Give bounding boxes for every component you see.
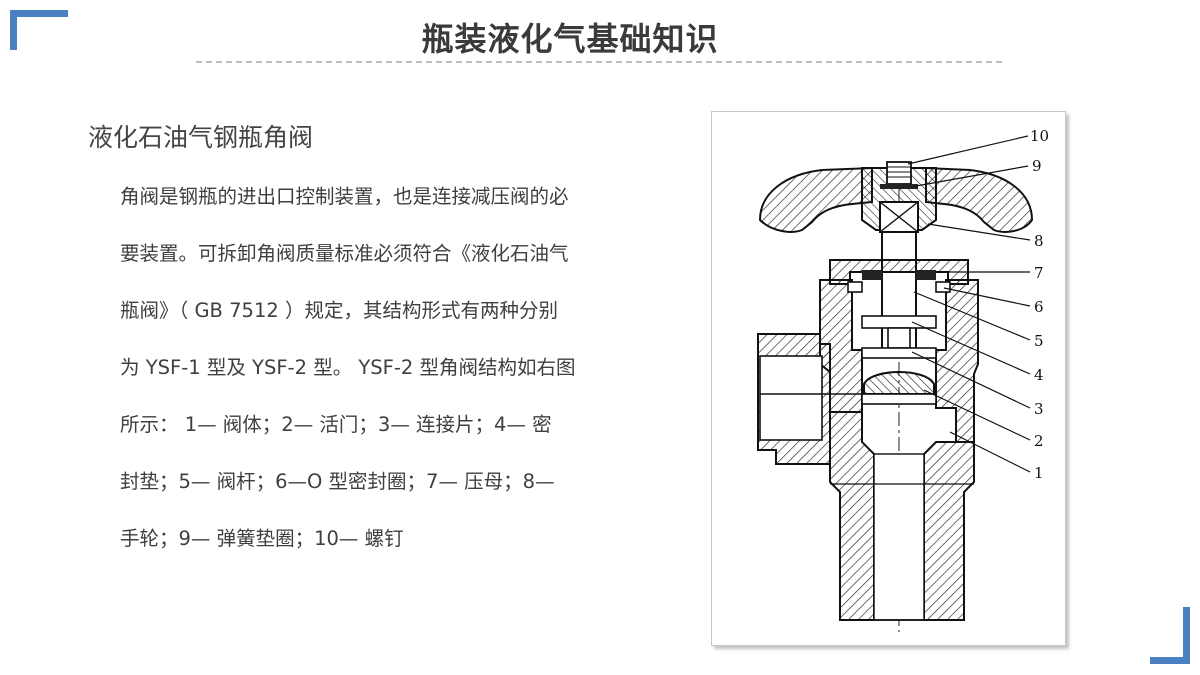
corner-bracket-bottom-right-horizontal — [1150, 657, 1190, 664]
leader-line — [915, 165, 1029, 187]
spring-washer — [880, 184, 918, 189]
corner-bracket-top-left-vertical — [10, 10, 17, 50]
leader-line — [923, 389, 1031, 441]
valve-seat — [861, 393, 937, 405]
sealing-gasket — [861, 315, 937, 329]
part-number-label: 3 — [1034, 400, 1044, 418]
o-ring-left — [847, 281, 863, 293]
part-number-label: 1 — [1034, 464, 1044, 482]
paragraph-line: 封垫；5— 阀杆；6—O 型密封圈；7— 压母；8— — [120, 470, 555, 493]
title-divider — [196, 61, 1002, 63]
valve-body-lower-right — [923, 441, 975, 621]
part-number-label: 5 — [1034, 332, 1044, 350]
paragraph-line: 手轮；9— 弹簧垫圈；10— 螺钉 — [120, 527, 404, 550]
description-paragraph: 角阀是钢瓶的进出口控制装置，也是连接减压阀的必 要装置。可拆卸角阀质量标准必须符… — [120, 168, 665, 567]
outlet-bore — [759, 355, 823, 441]
stem-tip — [887, 327, 911, 349]
part-number-label: 4 — [1034, 366, 1044, 384]
packing-right — [916, 270, 936, 280]
packing-left — [862, 270, 882, 280]
valve-body-lower-left — [829, 411, 875, 621]
valve-cross-section-drawing: 10 9 8 7 6 5 4 3 2 1 — [757, 127, 1049, 632]
part-number-label: 7 — [1034, 264, 1044, 282]
connecting-plate — [861, 347, 937, 359]
part-number-label: 6 — [1034, 298, 1044, 316]
handwheel-left — [758, 166, 873, 233]
leader-line — [907, 135, 1029, 165]
leader-line — [943, 287, 1031, 307]
part-number-label: 8 — [1034, 232, 1044, 250]
leader-line — [949, 431, 1031, 473]
part-number-label: 9 — [1032, 157, 1042, 175]
leader-line — [927, 223, 1031, 241]
inlet-bore — [873, 453, 925, 621]
leader-line — [911, 351, 1031, 409]
o-ring-right — [935, 281, 951, 293]
valve-body-upper-right — [935, 279, 979, 443]
slide-title: 瓶装液化气基础知识 — [421, 20, 719, 58]
section-heading: 液化石油气钢瓶角阀 — [88, 123, 314, 152]
part-number-label: 10 — [1030, 127, 1049, 145]
screw — [886, 161, 912, 185]
corner-bracket-top-left-horizontal — [10, 10, 68, 17]
paragraph-line: 角阀是钢瓶的进出口控制装置，也是连接减压阀的必 — [120, 185, 569, 208]
valve-disc — [863, 371, 935, 395]
corner-bracket-bottom-right-vertical — [1183, 607, 1190, 664]
paragraph-line: 要装置。可拆卸角阀质量标准必须符合《液化石油气 — [120, 242, 569, 265]
leader-line — [913, 291, 1031, 341]
handwheel-right — [925, 166, 1034, 233]
paragraph-line: 所示： 1— 阀体；2— 活门；3— 连接片；4— 密 — [120, 413, 552, 436]
paragraph-line: 为 YSF-1 型及 YSF-2 型。 YSF-2 型角阀结构如右图 — [120, 356, 576, 379]
part-number-label: 2 — [1034, 432, 1044, 450]
leader-line — [911, 321, 1031, 375]
valve-diagram-figure: 10 9 8 7 6 5 4 3 2 1 — [711, 111, 1066, 646]
paragraph-line: 瓶阀》（ GB 7512 ）规定，其结构形式有两种分别 — [120, 299, 558, 322]
